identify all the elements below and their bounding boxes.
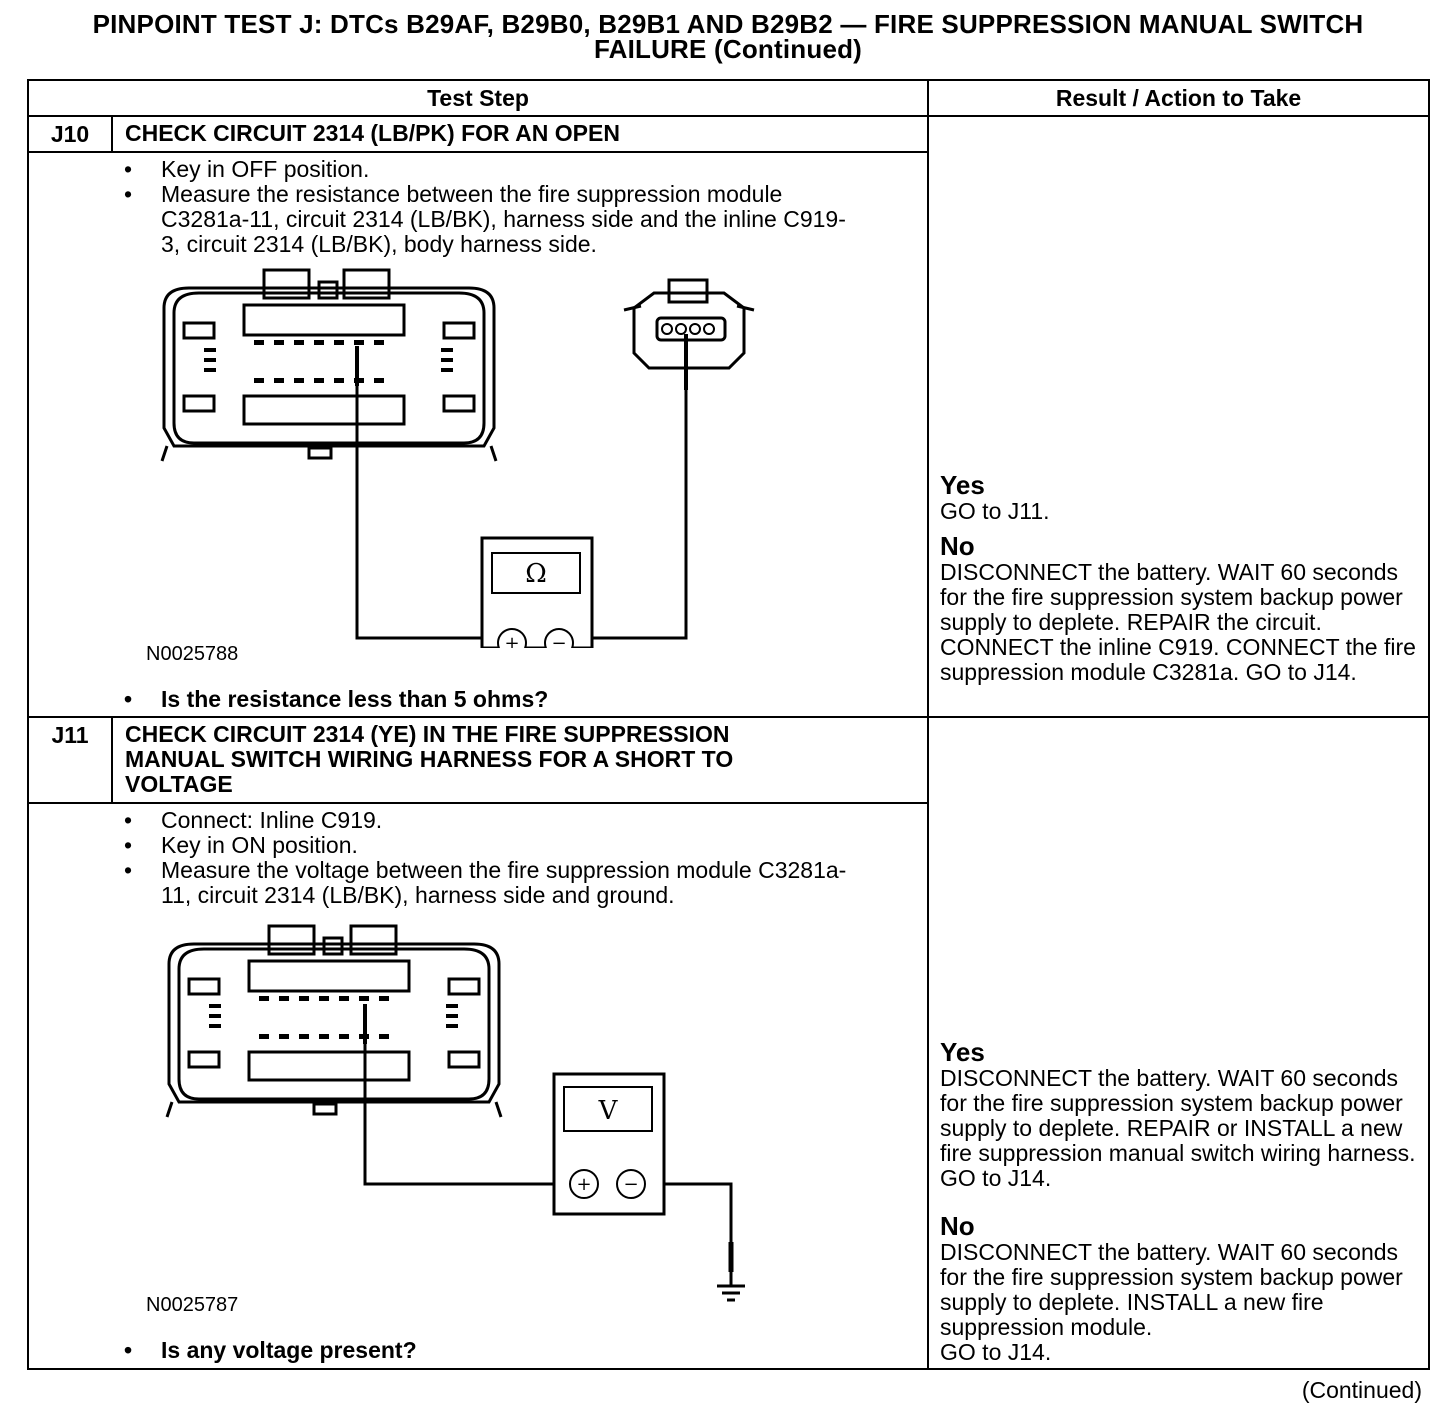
voltmeter-icon: V + − [552,1072,666,1216]
step-title-j10: CHECK CIRCUIT 2314 (LB/PK) FOR AN OPEN [110,115,930,153]
yes-text: DISCONNECT the battery. WAIT 60 seconds … [940,1065,1416,1191]
title-line-2: FAILURE (Continued) [593,34,863,64]
wire-positive [355,386,494,640]
step-body-j11: Connect: Inline C919. Key in ON position… [26,802,930,1370]
page-title: PINPOINT TEST J: DTCs B29AF, B29B0, B29B… [0,9,1456,64]
pinpoint-test-table: Test Step Result / Action to Take J10 CH… [26,79,1431,1370]
svg-text:−: − [551,633,566,648]
question-j11: Is any voltage present? [29,1337,417,1364]
header-test-step: Test Step [26,79,930,117]
c919-terminals [661,323,715,335]
bullet-item: Measure the resistance between the fire … [29,182,927,257]
result-cell-j10: Yes GO to J11. No DISCONNECT the battery… [927,115,1431,718]
connector-terminals [204,340,453,383]
fire-suppression-module-connector-icon [165,924,503,1118]
no-text: DISCONNECT the battery. WAIT 60 seconds … [940,1239,1403,1365]
title-line-1: PINPOINT TEST J: DTCs B29AF, B29B0, B29B… [92,9,1364,39]
no-text: DISCONNECT the battery. WAIT 60 seconds … [940,559,1416,685]
step-id-j11: J11 [27,716,113,804]
wire-negative [584,390,688,640]
bullet-item: Key in OFF position. [29,157,927,183]
figure-id-j10: N0025788 [146,643,239,665]
bullet-item: Connect: Inline C919. [29,808,927,834]
header-result: Result / Action to Take [927,79,1431,117]
yes-text: GO to J11. [940,498,1050,524]
ground-icon [717,1272,745,1302]
bullet-list-j10: Key in OFF position. Measure the resista… [29,157,927,257]
bullet-item: Measure the voltage between the fire sup… [29,858,927,908]
fire-suppression-module-connector-icon [160,268,498,462]
bullet-item: Key in ON position. [29,833,927,859]
result-block-j11-yes: Yes DISCONNECT the battery. WAIT 60 seco… [940,1038,1420,1191]
continued-footer: (Continued) [1301,1377,1422,1403]
question-text: Is the resistance less than 5 ohms? [161,686,549,712]
step-body-j10: Key in OFF position. Measure the resista… [26,151,930,718]
wire-positive [363,1044,569,1186]
inline-c919-connector-icon [623,278,755,370]
diagram-resistance-measurement: Ω + − [160,268,755,648]
question-j10: Is the resistance less than 5 ohms? [29,686,548,713]
connector-terminals [209,996,458,1039]
yes-label: Yes [940,470,985,500]
no-label: No [940,1211,975,1241]
wire-negative [644,1182,733,1242]
step-title-j11: CHECK CIRCUIT 2314 (YE) IN THE FIRE SUPP… [110,716,930,804]
result-cell-j11: Yes DISCONNECT the battery. WAIT 60 seco… [927,716,1431,1370]
meter-symbol: Ω [525,559,547,589]
svg-text:−: − [623,1174,638,1195]
meter-symbol: V [598,1096,619,1126]
bullet-list-j11: Connect: Inline C919. Key in ON position… [29,808,927,908]
step-id-j10: J10 [27,115,113,153]
result-block-j11-no: No DISCONNECT the battery. WAIT 60 secon… [940,1212,1420,1365]
result-block-j10: Yes GO to J11. No DISCONNECT the battery… [940,471,1420,685]
diagram-voltage-measurement: V + − [165,924,745,1302]
figure-id-j11: N0025787 [146,1294,239,1316]
svg-text:+: + [576,1174,591,1195]
question-text: Is any voltage present? [161,1337,417,1363]
svg-text:+: + [504,633,519,648]
no-label: No [940,531,975,561]
ohmmeter-icon: Ω + − [480,536,594,648]
yes-label: Yes [940,1037,985,1067]
